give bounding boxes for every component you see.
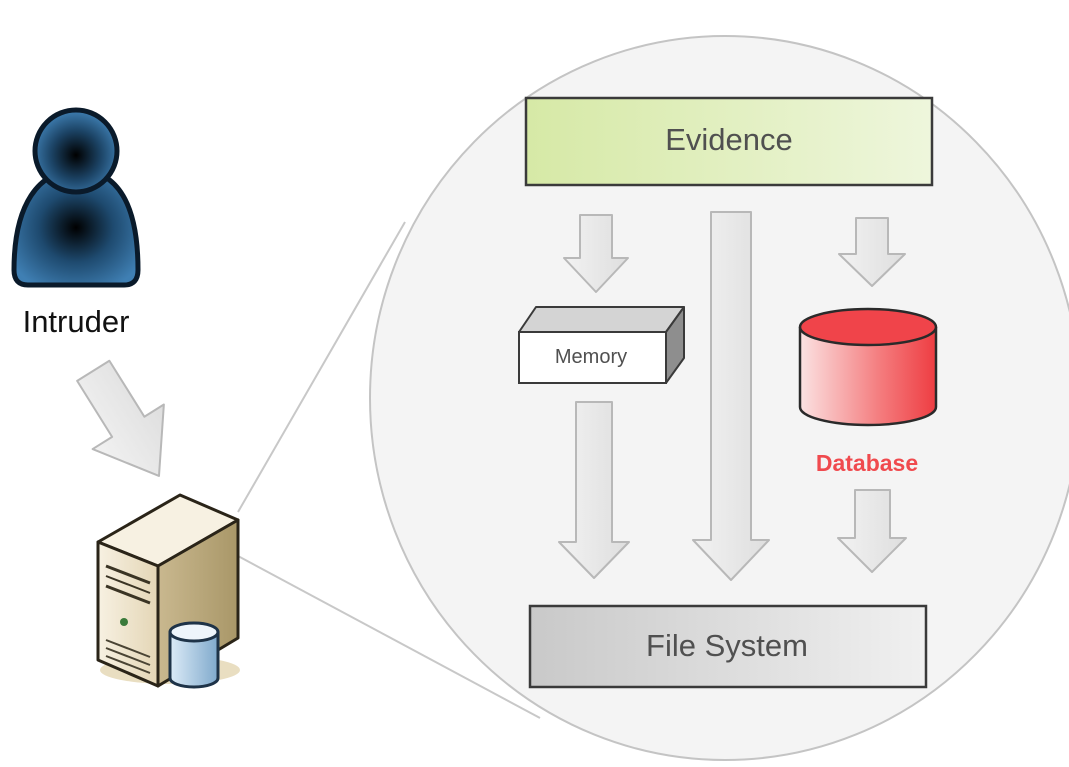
evidence-box	[524, 96, 934, 187]
arrow-database-to-file-system	[837, 489, 907, 573]
zoom-lines	[237, 221, 541, 719]
arrow-evidence-to-database	[838, 217, 906, 287]
file-system-label: File System	[646, 628, 808, 663]
intruder-to-server-arrow	[76, 359, 165, 477]
database-icon	[168, 621, 220, 689]
arrow-evidence-to-file-system	[692, 211, 770, 581]
database-label: Database	[816, 450, 918, 476]
memory-label: Memory	[555, 346, 627, 368]
file-system-box	[528, 604, 928, 689]
flow-arrows	[558, 211, 907, 581]
intruder-label: Intruder	[23, 304, 130, 339]
person-icon	[11, 107, 141, 288]
arrow-evidence-to-memory	[563, 214, 629, 293]
memory-block	[518, 306, 685, 384]
evidence-label: Evidence	[665, 122, 793, 157]
arrow-memory-to-file-system	[558, 401, 630, 579]
database-cylinder	[798, 307, 938, 427]
